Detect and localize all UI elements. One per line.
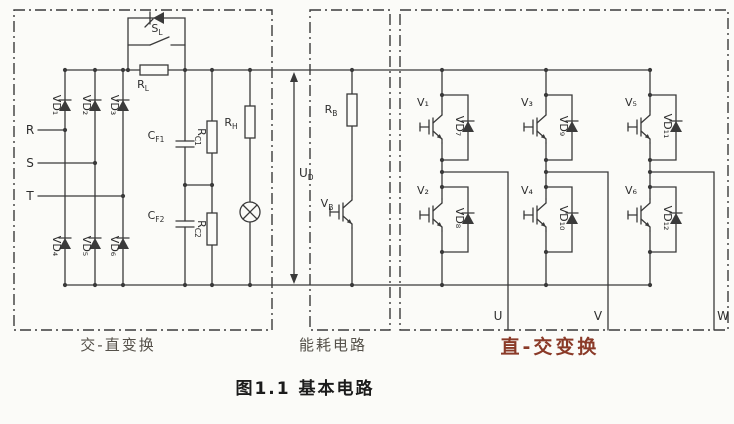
label-sl: SL <box>151 22 163 37</box>
lamp-icon <box>239 201 261 223</box>
label-vd2: VD₂ <box>80 95 93 115</box>
label-v3: V₃ <box>521 96 533 109</box>
resistor-rc1-icon <box>206 120 218 154</box>
label-rh: RH <box>224 116 237 131</box>
label-v4: V₄ <box>521 184 534 197</box>
label-v1: V₁ <box>417 96 429 109</box>
section-title-inverter: 直-交变换 <box>501 335 600 358</box>
label-v5: V₅ <box>625 96 637 109</box>
label-output-v: V <box>594 309 603 323</box>
brake-section-border <box>309 9 391 331</box>
label-vd10: VD₁₀ <box>557 206 570 231</box>
resistor-rh-icon <box>244 105 256 139</box>
section-title-rectifier: 交-直变换 <box>80 336 155 354</box>
inverter-section-border <box>399 9 729 331</box>
section-title-brake: 能耗电路 <box>299 336 367 354</box>
label-vd1: VD₁ <box>50 95 63 115</box>
label-v6: V₆ <box>625 184 638 197</box>
capacitor-cf2-icon <box>175 220 195 228</box>
dc-bus-voltage-arrow <box>290 72 298 284</box>
label-phase-s: S <box>26 156 34 170</box>
label-vd7: VD₇ <box>453 116 466 136</box>
label-cf1: CF1 <box>148 129 165 144</box>
label-ud: UD <box>299 166 314 182</box>
label-vb: VB <box>321 197 334 212</box>
label-rc1: RC1 <box>193 128 208 146</box>
label-vd12: VD₁₂ <box>661 206 674 231</box>
label-vd5: VD₅ <box>80 236 93 256</box>
label-phase-t: T <box>25 189 34 203</box>
label-cf2: CF2 <box>148 209 165 224</box>
label-vd3: VD₃ <box>108 95 121 115</box>
capacitor-cf1-icon <box>175 140 195 148</box>
label-vd9: VD₉ <box>557 116 570 136</box>
label-rl: RL <box>137 78 150 93</box>
bypass-thyristor-icon <box>144 11 164 28</box>
label-vd6: VD₆ <box>108 236 121 257</box>
figure-caption: 图1.1 基本电路 <box>235 378 374 399</box>
label-vd11: VD₁₁ <box>661 114 674 139</box>
label-vd8: VD₈ <box>453 208 466 229</box>
label-rc2: RC2 <box>193 220 208 238</box>
resistor-rc2-icon <box>206 212 218 246</box>
label-rb: RB <box>325 103 338 118</box>
label-phase-r: R <box>26 123 34 137</box>
label-output-w: W <box>717 309 729 323</box>
resistor-rl-icon <box>139 64 169 76</box>
junction-dots <box>62 67 653 288</box>
rectifier-section-border <box>13 9 273 331</box>
label-v2: V₂ <box>417 184 429 197</box>
label-vd4: VD₄ <box>50 236 63 257</box>
resistor-rb-icon <box>346 93 358 127</box>
label-output-u: U <box>494 309 503 323</box>
